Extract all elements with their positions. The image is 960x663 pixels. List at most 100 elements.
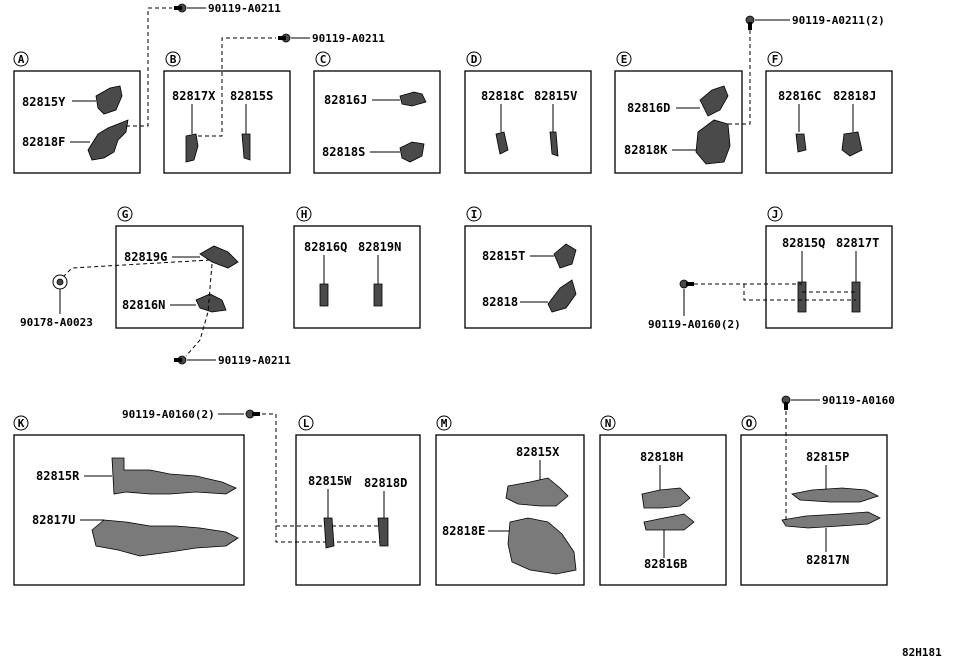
section-i-marker: [466, 206, 482, 222]
section-f-marker: [767, 51, 783, 67]
section-a-box: [13, 70, 141, 174]
fastener-label: 90119-A0211: [208, 2, 281, 15]
part-label-82816b: 82816B: [644, 557, 687, 571]
bolt-shank-icon: [278, 36, 286, 40]
section-g-box: [115, 225, 244, 329]
section-c-marker: [315, 51, 331, 67]
section-i-box: [464, 225, 592, 329]
part-label-82819g: 82819G: [124, 250, 167, 264]
section-n-marker: [600, 415, 616, 431]
section-b-letter: B: [170, 53, 177, 66]
part-label-82816n: 82816N: [122, 298, 165, 312]
section-d: D 82818C 82815V: [464, 51, 592, 174]
section-d-letter: D: [471, 53, 478, 66]
part-82818j-shape: [841, 131, 863, 157]
bolt-shank-icon: [252, 412, 260, 416]
section-k-letter: K: [18, 417, 25, 430]
section-m: M 82815X 82818E: [435, 415, 585, 586]
section-k-box: [13, 434, 245, 586]
part-82818c-shape: [495, 131, 509, 155]
part-label-82818s: 82818S: [322, 145, 365, 159]
section-b-marker: [165, 51, 181, 67]
fastener-label: 90119-A0211: [218, 354, 291, 367]
section-m-marker: [436, 415, 452, 431]
part-82816n-shape: [195, 293, 227, 313]
section-c-box: [313, 70, 441, 174]
part-82815w-shape: [323, 517, 335, 549]
part-label-82815s: 82815S: [230, 89, 273, 103]
fastener-dashed-line: [198, 37, 276, 137]
part-82816c-shape: [795, 133, 807, 153]
part-82818d-shape: [377, 517, 389, 547]
bolt-shank-icon: [748, 22, 752, 30]
part-label-82818: 82818: [482, 295, 518, 309]
part-label-82818h: 82818H: [640, 450, 683, 464]
section-o-letter: O: [746, 417, 753, 430]
section-f-letter: F: [772, 53, 779, 66]
fastener-label: 90119-A0160(2): [122, 408, 215, 421]
part-label-82815q: 82815Q: [782, 236, 825, 250]
part-label-82818e: 82818E: [442, 524, 485, 538]
part-82818h-shape: [641, 487, 691, 509]
part-label-82815r: 82815R: [36, 469, 80, 483]
section-d-marker: [466, 51, 482, 67]
part-82815p-shape: [791, 487, 880, 503]
section-j-marker: [767, 206, 783, 222]
section-o-box: [740, 434, 888, 586]
section-h-marker: [296, 206, 312, 222]
section-o: O 82815P 82817N: [740, 408, 888, 586]
part-82815v-shape: [549, 131, 559, 157]
part-label-82815w: 82815W: [308, 474, 352, 488]
part-label-82819n: 82819N: [358, 240, 401, 254]
section-l: L 82815W 82818D: [295, 415, 421, 586]
fastener-dashed-line: [185, 263, 213, 357]
section-n: N 82818H 82816B: [599, 415, 727, 586]
part-label-82815x: 82815X: [516, 445, 560, 459]
part-82818f-shape: [87, 119, 129, 161]
fastener-dashed-line: [743, 284, 856, 301]
part-82815y-shape: [95, 85, 123, 115]
part-82817x-shape: [185, 133, 199, 163]
fastener-dashed-line: [126, 7, 172, 127]
fastener-dashed-line: [262, 413, 380, 543]
section-c-letter: C: [320, 53, 327, 66]
part-82815x-shape: [505, 477, 569, 507]
part-82819n-shape: [373, 283, 383, 307]
bolt-shank-icon: [784, 402, 788, 410]
part-label-82817n: 82817N: [806, 553, 849, 567]
section-d-box: [464, 70, 592, 174]
section-l-marker: [298, 415, 314, 431]
section-e-box: [614, 70, 743, 174]
part-82816b-shape: [643, 513, 695, 531]
part-82818s-shape: [399, 141, 425, 163]
section-m-box: [435, 434, 585, 586]
part-label-82815y: 82815Y: [22, 95, 66, 109]
part-label-82818k: 82818K: [624, 143, 668, 157]
section-e-letter: E: [621, 53, 628, 66]
section-j-box: [765, 225, 893, 329]
part-82815q-shape: [797, 281, 807, 313]
part-label-82818c: 82818C: [481, 89, 524, 103]
part-82815t-shape: [553, 243, 577, 269]
fastener-bolt-3: 90119-A0211(2): [745, 14, 885, 30]
part-label-82816j: 82816J: [324, 93, 367, 107]
fastener-dashed-line: [728, 28, 751, 125]
diagram-code: 82H181: [902, 646, 942, 659]
section-e: E 82816D 82818K: [614, 28, 751, 174]
part-label-82818j: 82818J: [833, 89, 876, 103]
part-label-82815t: 82815T: [482, 249, 525, 263]
section-a: A 82815Y 82818F: [13, 7, 172, 174]
fastener-bolt-2: 90119-A0211: [278, 32, 385, 45]
fastener-label: 90119-A0211: [312, 32, 385, 45]
part-label-82817u: 82817U: [32, 513, 75, 527]
fastener-label: 90119-A0160: [822, 394, 895, 407]
section-h: H 82816Q 82819N: [293, 206, 421, 329]
section-b: B 82817X 82815S: [163, 37, 291, 174]
fastener-label: 90178-A0023: [20, 316, 93, 329]
part-82818-shape: [547, 279, 577, 313]
section-j: J 82815Q 82817T: [694, 206, 893, 329]
section-b-box: [163, 70, 291, 174]
section-c: C 82816J 82818S: [313, 51, 441, 174]
bolt-shank-icon: [174, 358, 182, 362]
